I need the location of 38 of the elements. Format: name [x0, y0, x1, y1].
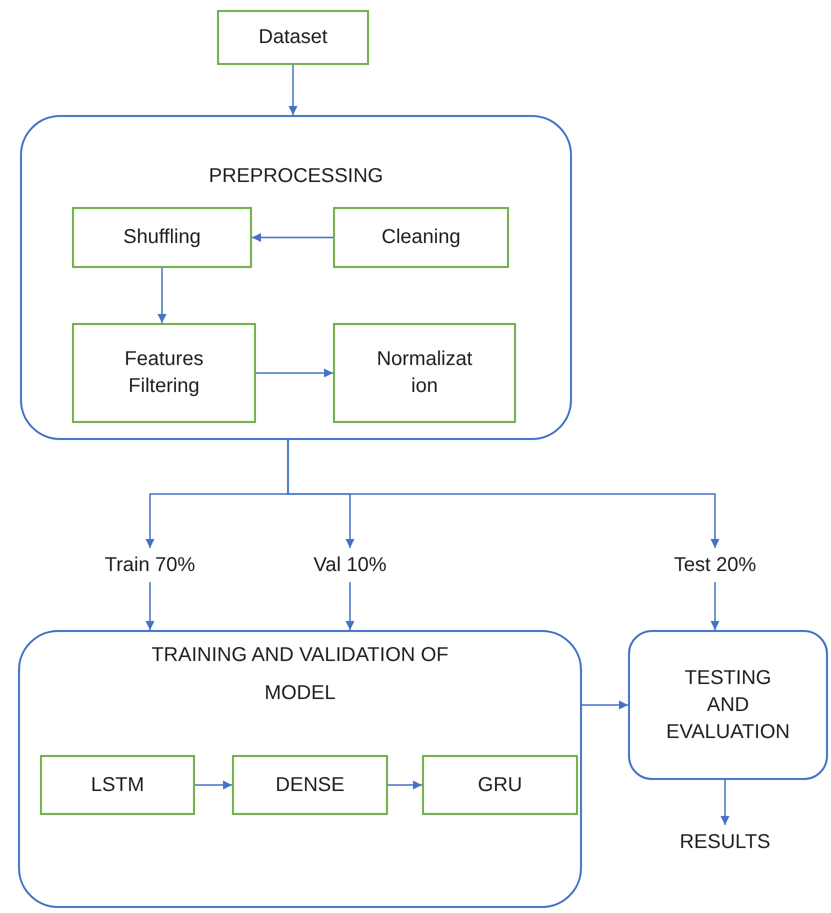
arrow: [287, 440, 720, 548]
process-box: [333, 207, 509, 268]
box-label: Normalizat ion: [376, 347, 472, 399]
arrow: [256, 368, 333, 378]
arrow: [158, 268, 166, 323]
process-box: [333, 323, 516, 423]
group-container: [18, 630, 582, 908]
arrow: [288, 65, 298, 115]
box-label: LSTM: [90, 772, 144, 798]
box-label: Shuffling: [123, 225, 201, 250]
box-label: Dataset: [258, 25, 328, 50]
process-box: [628, 630, 828, 780]
process-box: [217, 10, 369, 65]
arrow: [252, 233, 333, 242]
process-box: [232, 755, 388, 815]
box-label: Val 10%: [313, 552, 386, 578]
box-label: Test 20%: [674, 552, 756, 578]
box-label: Train 70%: [104, 552, 196, 578]
group-heading: TRAINING AND VALIDATION OF MODEL: [150, 643, 450, 706]
arrow: [195, 780, 232, 790]
arrow: [346, 582, 354, 630]
box-label: Cleaning: [382, 225, 460, 250]
box-label: RESULTS: [680, 830, 770, 854]
group-container: [20, 115, 572, 440]
process-box: [422, 755, 578, 815]
process-box: [72, 207, 252, 268]
arrow: [720, 780, 730, 825]
box-label: GRU: [478, 772, 522, 798]
arrow: [388, 780, 422, 790]
box-label: DENSE: [276, 772, 344, 798]
process-box: [40, 755, 195, 815]
box-label: TESTING AND EVALUATION: [666, 666, 790, 744]
arrow: [710, 582, 720, 630]
box-label: Features Filtering: [124, 347, 204, 399]
arrow: [146, 582, 154, 630]
arrow: [582, 700, 628, 710]
process-box: [72, 323, 256, 423]
group-heading: PREPROCESSING: [208, 164, 384, 189]
